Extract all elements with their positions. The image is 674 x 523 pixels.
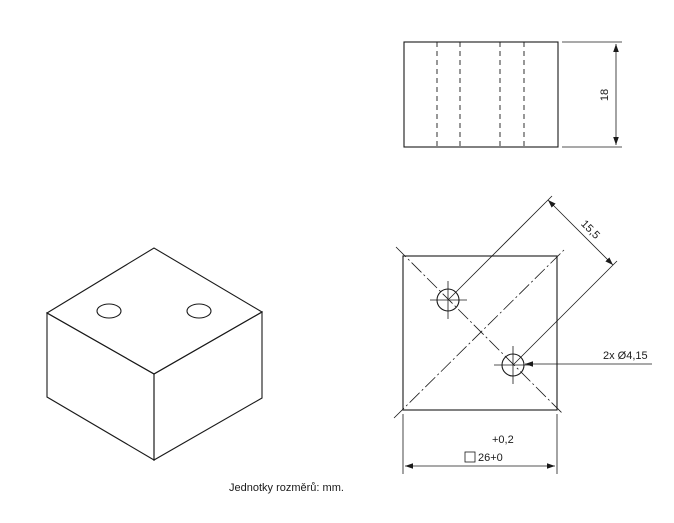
hole-axis-diagonal (395, 246, 563, 414)
hole-spacing-label: 15,5 (578, 218, 602, 242)
center-diagonal (393, 247, 567, 419)
width-dimension-label: 26+0 (478, 452, 503, 464)
front-view-outline (403, 41, 559, 148)
hole-spacing-dimension-line (547, 199, 614, 266)
iso-hole-right (186, 303, 212, 319)
iso-hole-left (96, 303, 122, 319)
width-tolerance-label: +0,2 (492, 434, 514, 446)
plan-view-outline (402, 255, 558, 411)
square-symbol (464, 451, 476, 463)
extension-line (447, 195, 553, 301)
height-dimension-label: 18 (599, 89, 611, 101)
plan-view: 15,5 2x Ø4,15 +0,2 26+0 (393, 195, 652, 474)
extension-line (512, 260, 618, 366)
front-view: 18 (403, 41, 622, 148)
units-note: Jednotky rozměrů: mm. (229, 482, 344, 494)
hole-callout-label: 2x Ø4,15 (603, 350, 648, 362)
isometric-view (45, 247, 264, 461)
iso-right-face (153, 311, 263, 461)
iso-left-face (46, 312, 155, 461)
iso-top-face (45, 247, 264, 375)
